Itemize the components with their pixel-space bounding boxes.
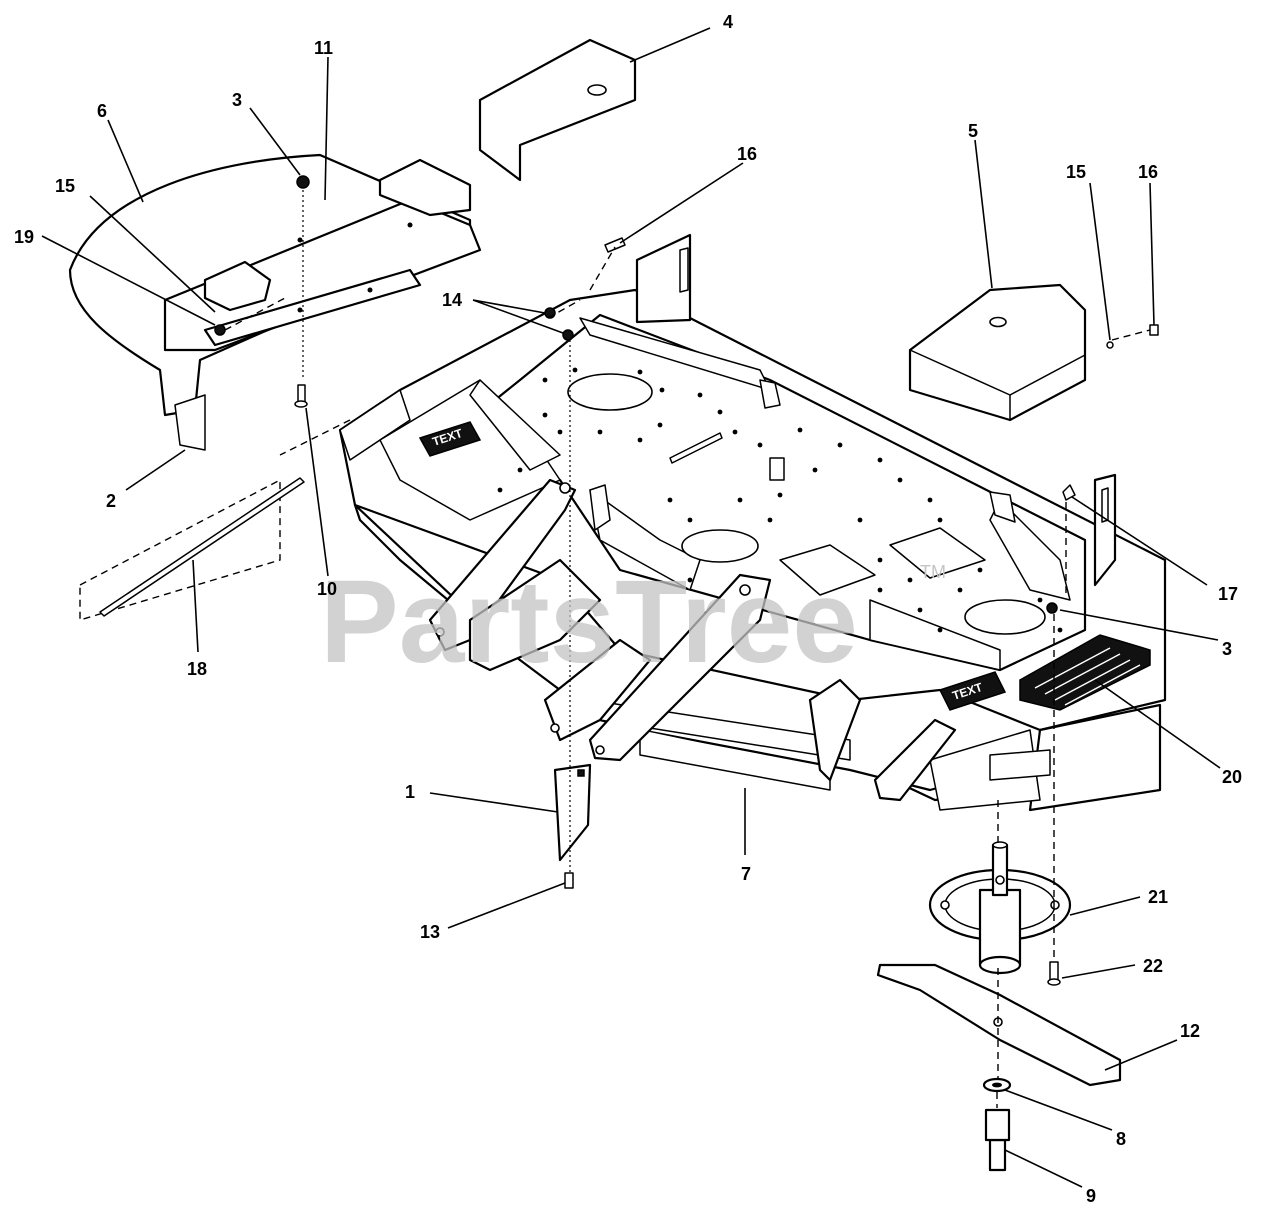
- callout-21[interactable]: 21: [1148, 887, 1168, 907]
- callout-18[interactable]: 18: [187, 659, 207, 679]
- callout-6[interactable]: 6: [97, 101, 107, 121]
- callout-22[interactable]: 22: [1143, 956, 1163, 976]
- callout-7[interactable]: 7: [741, 864, 751, 884]
- callout-3-top[interactable]: 3: [232, 90, 242, 110]
- callout-17[interactable]: 17: [1218, 584, 1238, 604]
- callout-16-top[interactable]: 16: [737, 144, 757, 164]
- callout-15-left[interactable]: 15: [55, 176, 75, 196]
- spindle-assembly[interactable]: [928, 841, 1072, 975]
- baffle-plate[interactable]: [553, 763, 592, 862]
- chute-mount-bracket[interactable]: [163, 158, 482, 352]
- hardware: [214, 175, 1159, 986]
- callout-1[interactable]: 1: [405, 782, 415, 802]
- callout-15-right[interactable]: 15: [1066, 162, 1086, 182]
- callout-16-right[interactable]: 16: [1138, 162, 1158, 182]
- callout-5[interactable]: 5: [968, 121, 978, 141]
- callout-20[interactable]: 20: [1222, 767, 1242, 787]
- callout-9[interactable]: 9: [1086, 1186, 1096, 1206]
- partstree-watermark: PartsTree TM: [320, 556, 946, 688]
- callout-8[interactable]: 8: [1116, 1129, 1126, 1149]
- callout-14[interactable]: 14: [442, 290, 462, 310]
- deflector-rod[interactable]: [79, 477, 305, 621]
- belt-cover-left[interactable]: [478, 38, 637, 182]
- callout-11[interactable]: 11: [314, 38, 333, 58]
- callout-2[interactable]: 2: [106, 491, 116, 511]
- callout-12[interactable]: 12: [1180, 1021, 1200, 1041]
- assembly-centerlines: [224, 190, 1151, 1108]
- callout-3-right[interactable]: 3: [1222, 639, 1232, 659]
- watermark-trademark: TM: [920, 562, 946, 582]
- belt-cover-right[interactable]: [908, 283, 1087, 422]
- callout-4[interactable]: 4: [723, 12, 733, 32]
- blade-washer[interactable]: [982, 1077, 1012, 1093]
- mower-blade[interactable]: [876, 963, 1122, 1087]
- foot-pad[interactable]: [1019, 634, 1151, 711]
- callout-10[interactable]: 10: [317, 579, 337, 599]
- callout-19[interactable]: 19: [14, 227, 34, 247]
- blade-bolt[interactable]: [984, 1108, 1011, 1172]
- mower-deck-housing[interactable]: TEXT TEXT: [338, 233, 1167, 812]
- callout-labels: 1 2 3 3 4 5 6 7 8 9 10 11 12 13 14 15 15…: [14, 12, 1242, 1206]
- callout-13[interactable]: 13: [420, 922, 440, 942]
- watermark-text: PartsTree: [320, 556, 858, 688]
- callout-leaders: [41, 27, 1221, 1188]
- deck-mounting-holes: [497, 367, 1063, 633]
- chute-support-rod[interactable]: [203, 268, 422, 347]
